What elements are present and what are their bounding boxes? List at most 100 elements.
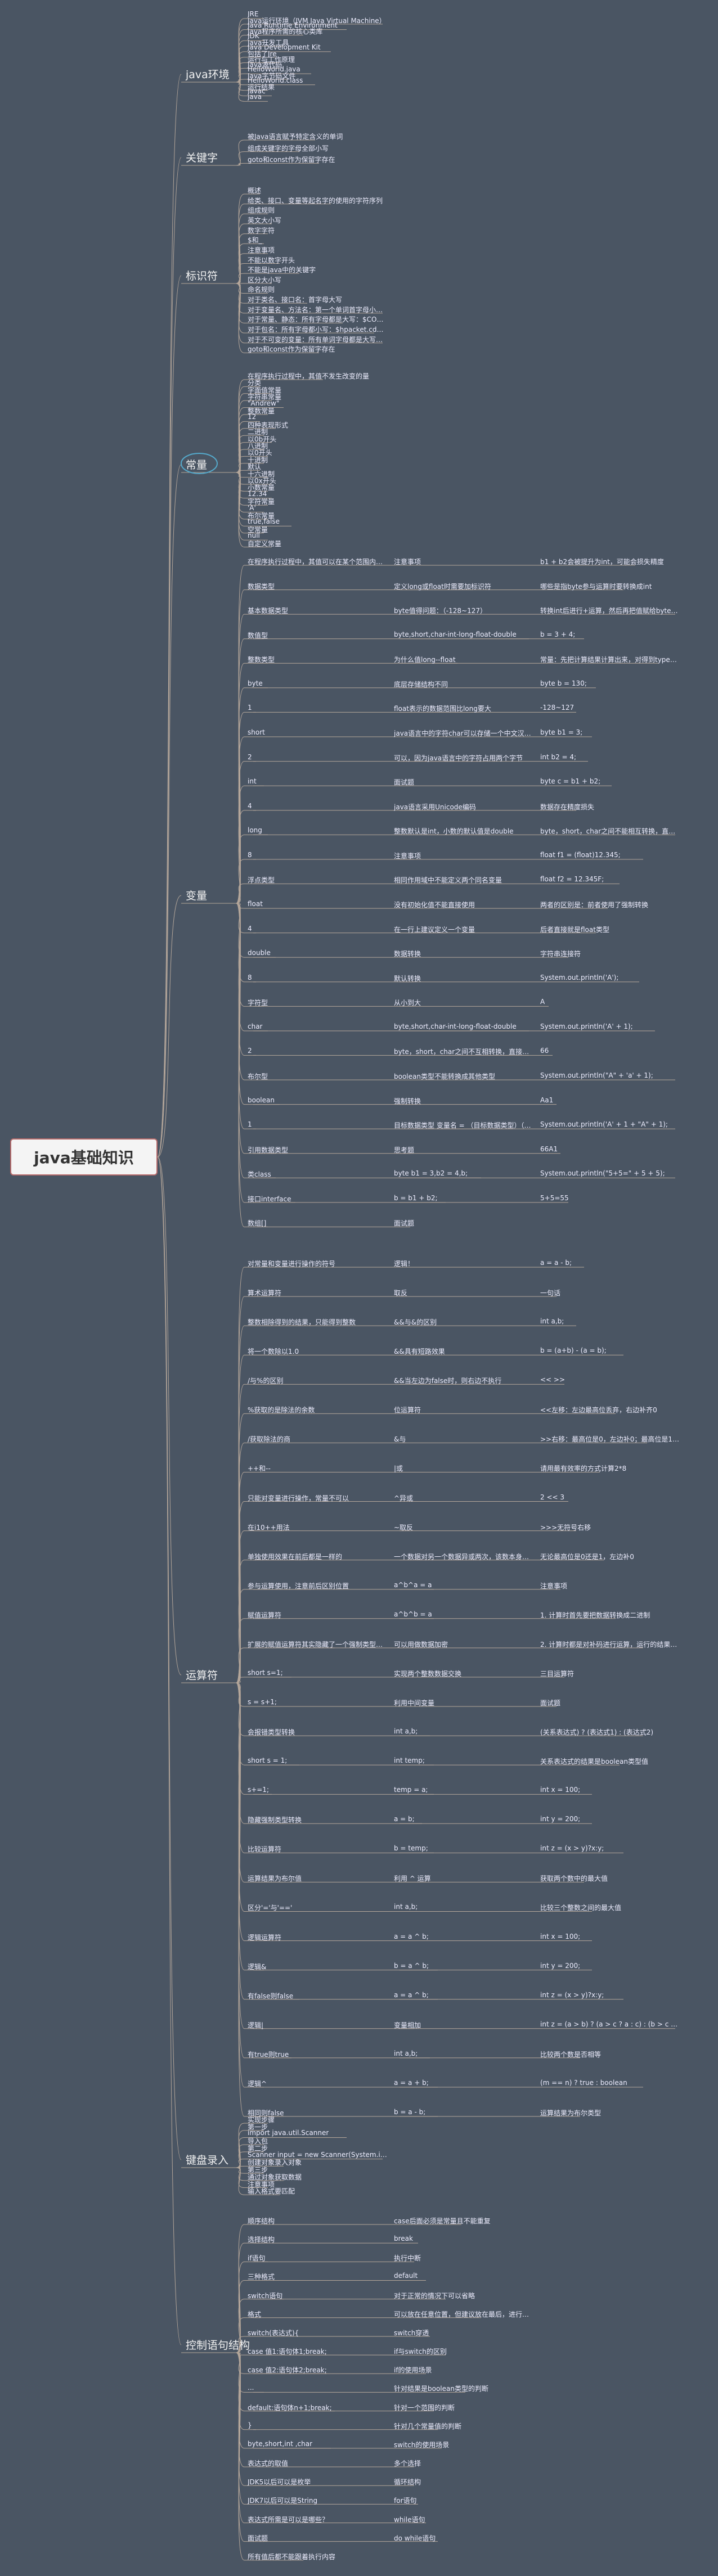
- variable-item[interactable]: byte: [248, 679, 263, 687]
- variable-item[interactable]: -128~127: [540, 704, 575, 712]
- operator-item[interactable]: int a,b;: [394, 1903, 418, 1911]
- operator-item[interactable]: temp = a;: [394, 1786, 428, 1794]
- operator-item[interactable]: int a,b;: [540, 1317, 564, 1326]
- operator-item[interactable]: int y = 200;: [540, 1961, 581, 1970]
- control-item[interactable]: JDK5以后可以是枚举: [248, 2478, 311, 2487]
- operator-item[interactable]: 面试题: [540, 1699, 561, 1707]
- variable-item[interactable]: 转换int后进行+运算，然后再把值赋给byte类型，会有会损失精度吗: [540, 607, 680, 615]
- operator-item[interactable]: &&具有短路效果: [394, 1348, 445, 1356]
- operator-item[interactable]: 单独使用效果在前后都是一样的: [248, 1552, 343, 1561]
- control-item[interactable]: JDK7以后可以是String: [248, 2497, 318, 2505]
- operator-item[interactable]: 对常量和变量进行操作的符号: [248, 1260, 336, 1268]
- variable-item[interactable]: 在一行上建议定义一个变量: [394, 925, 475, 934]
- operator-item[interactable]: 变量相加: [394, 2021, 421, 2029]
- operator-item[interactable]: 可以用做数据加密: [394, 1640, 448, 1649]
- control-item[interactable]: case 值2:语句体2;break;: [248, 2366, 327, 2375]
- operator-item[interactable]: <<左移：左边最高位丢弃，右边补齐0: [540, 1406, 657, 1415]
- operator-item[interactable]: int a,b;: [394, 2049, 418, 2057]
- variable-item[interactable]: 布尔型: [248, 1073, 268, 1080]
- control-item[interactable]: switch穿透: [394, 2329, 429, 2337]
- operator-item[interactable]: 获取两个数中的最大值: [540, 1875, 608, 1883]
- operator-item[interactable]: b = temp;: [394, 1844, 428, 1853]
- operator-item[interactable]: 2. 计算时都是对补码进行运算，运行的结果也是补码: [540, 1640, 680, 1649]
- variable-item[interactable]: Aa1: [540, 1096, 554, 1104]
- variable-item[interactable]: java语言采用Unicode编码: [394, 803, 476, 811]
- variable-item[interactable]: 底层存储结构不同: [394, 680, 448, 688]
- variable-item[interactable]: 相同作用域中不能定义两个同名变量: [394, 876, 502, 885]
- operator-item[interactable]: 逻辑&: [248, 1962, 267, 1971]
- variable-item[interactable]: float: [248, 900, 263, 908]
- variable-item[interactable]: double: [248, 949, 271, 957]
- variable-item[interactable]: 常量：先把计算结果计算出来，对得到type范围内，不会报错: [540, 656, 680, 664]
- control-item[interactable]: default:语句体n+1;break;: [248, 2403, 332, 2412]
- variable-item[interactable]: byte,short,char-int-long-float-double: [394, 1022, 517, 1030]
- variable-item[interactable]: System.out.println('A' + 1);: [540, 1022, 633, 1030]
- branch-control[interactable]: 控制语句结构: [186, 2339, 250, 2352]
- branch-variable[interactable]: 变量: [186, 890, 208, 902]
- variable-item[interactable]: 数据存在精度损失: [540, 803, 595, 811]
- variable-item[interactable]: 两者的区别是：前者使用了强制转换: [540, 901, 649, 909]
- variable-item[interactable]: 数组[]: [248, 1219, 267, 1228]
- variable-item[interactable]: 5+5=55: [540, 1194, 569, 1202]
- variable-item[interactable]: 1: [248, 1120, 252, 1129]
- control-item[interactable]: byte,short,int ,char: [248, 2439, 313, 2448]
- operator-item[interactable]: int y = 200;: [540, 1815, 581, 1823]
- operator-item[interactable]: 赋值运算符: [248, 1611, 282, 1619]
- operator-item[interactable]: 位运算符: [394, 1406, 421, 1415]
- variable-item[interactable]: 数值型: [248, 631, 268, 640]
- identifier-item[interactable]: 概述: [248, 187, 262, 195]
- variable-item[interactable]: byte,short,char-int-long-float-double: [394, 630, 517, 638]
- operator-item[interactable]: 逻辑^: [248, 2079, 267, 2088]
- branch-constant[interactable]: 常量: [186, 459, 208, 471]
- operator-item[interactable]: (关系表达式) ? (表达式1) : (表达式2): [540, 1728, 654, 1737]
- identifier-item[interactable]: goto和const作为保留字存在: [248, 345, 335, 354]
- operator-item[interactable]: ~取反: [394, 1523, 414, 1532]
- control-item[interactable]: default: [394, 2272, 418, 2280]
- keyboard-item[interactable]: 输入格式要匹配: [248, 2187, 295, 2196]
- identifier-item[interactable]: 注意事项: [248, 246, 275, 254]
- operator-item[interactable]: 逻辑|: [248, 2021, 264, 2029]
- keyword-item[interactable]: 组成关键字的字母全部小写: [248, 144, 329, 152]
- operator-item[interactable]: a^b^a = a: [394, 1580, 432, 1589]
- identifier-item[interactable]: 对于常量、静态：所有字母都是大写：$CONST: [248, 316, 387, 324]
- variable-item[interactable]: int b2 = 4;: [540, 753, 577, 761]
- control-item[interactable]: if与switch的区别: [394, 2348, 447, 2356]
- variable-item[interactable]: 没有初始化值不能直接使用: [394, 901, 475, 909]
- constant-item[interactable]: 在程序执行过程中，其值不发生改变的量: [248, 372, 370, 380]
- variable-item[interactable]: 数据转换: [394, 950, 421, 958]
- variable-item[interactable]: 定义long或float时需要加标识符: [394, 582, 491, 591]
- control-item[interactable]: 可以放在任意位置，但建议放在最后，进行报错: [394, 2310, 533, 2318]
- identifier-item[interactable]: 不能以数字开头: [248, 256, 295, 264]
- variable-item[interactable]: 4: [248, 924, 252, 933]
- control-item[interactable]: }: [248, 2421, 252, 2429]
- operator-item[interactable]: 区分'='与'==': [248, 1904, 293, 1912]
- variable-item[interactable]: float表示的数据范围比long要大: [394, 705, 491, 713]
- identifier-item[interactable]: 给类、接口、变量等起名字的使用的字符序列: [248, 196, 383, 205]
- operator-item[interactable]: 逻辑运算符: [248, 1933, 282, 1942]
- variable-item[interactable]: 注意事项: [394, 558, 421, 566]
- operator-item[interactable]: 隐藏强制类型转换: [248, 1816, 302, 1825]
- operator-item[interactable]: b = a ^ b;: [394, 1961, 429, 1970]
- operator-item[interactable]: %获取的是除法的余数: [248, 1406, 315, 1415]
- variable-item[interactable]: byte c = b1 + b2;: [540, 777, 601, 786]
- keyword-item[interactable]: goto和const作为保留字存在: [248, 156, 335, 164]
- operator-item[interactable]: a = a ^ b;: [394, 1932, 429, 1940]
- control-item[interactable]: 针对一个范围的判断: [394, 2403, 455, 2412]
- variable-item[interactable]: 哪些是指byte参与运算时要转换成int: [540, 582, 652, 591]
- control-item[interactable]: switch语句: [248, 2291, 283, 2300]
- operator-item[interactable]: int x = 100;: [540, 1932, 581, 1940]
- operator-item[interactable]: 运算结果为布尔类型: [540, 2109, 602, 2117]
- operator-item[interactable]: 关系表达式的结果是boolean类型值: [540, 1758, 648, 1766]
- identifier-item[interactable]: 对于变量名、方法名：第一个单词首字母小写，其他单词首字母大写：$StuName: [248, 305, 387, 314]
- operator-item[interactable]: 逻辑！: [394, 1260, 415, 1268]
- control-item[interactable]: 循环结构: [394, 2478, 421, 2487]
- operator-item[interactable]: 无论最高位是0还是1，左边补0: [540, 1552, 634, 1561]
- variable-item[interactable]: System.out.println('A');: [540, 973, 619, 981]
- operator-item[interactable]: int z = (x > y)?x:y;: [540, 1844, 604, 1853]
- operator-item[interactable]: >>右移：最高位是0，左边补0；最高位是1，左边补1: [540, 1435, 680, 1444]
- variable-item[interactable]: byte，short，char之间不能相互转换，直接转换成int类型参与运算: [540, 827, 680, 836]
- control-item[interactable]: 表达式的取值: [248, 2460, 289, 2468]
- control-item[interactable]: case 值1:语句体1;break;: [248, 2348, 327, 2356]
- operator-item[interactable]: s+=1;: [248, 1786, 270, 1794]
- operator-item[interactable]: 会报错类型转换: [248, 1728, 295, 1737]
